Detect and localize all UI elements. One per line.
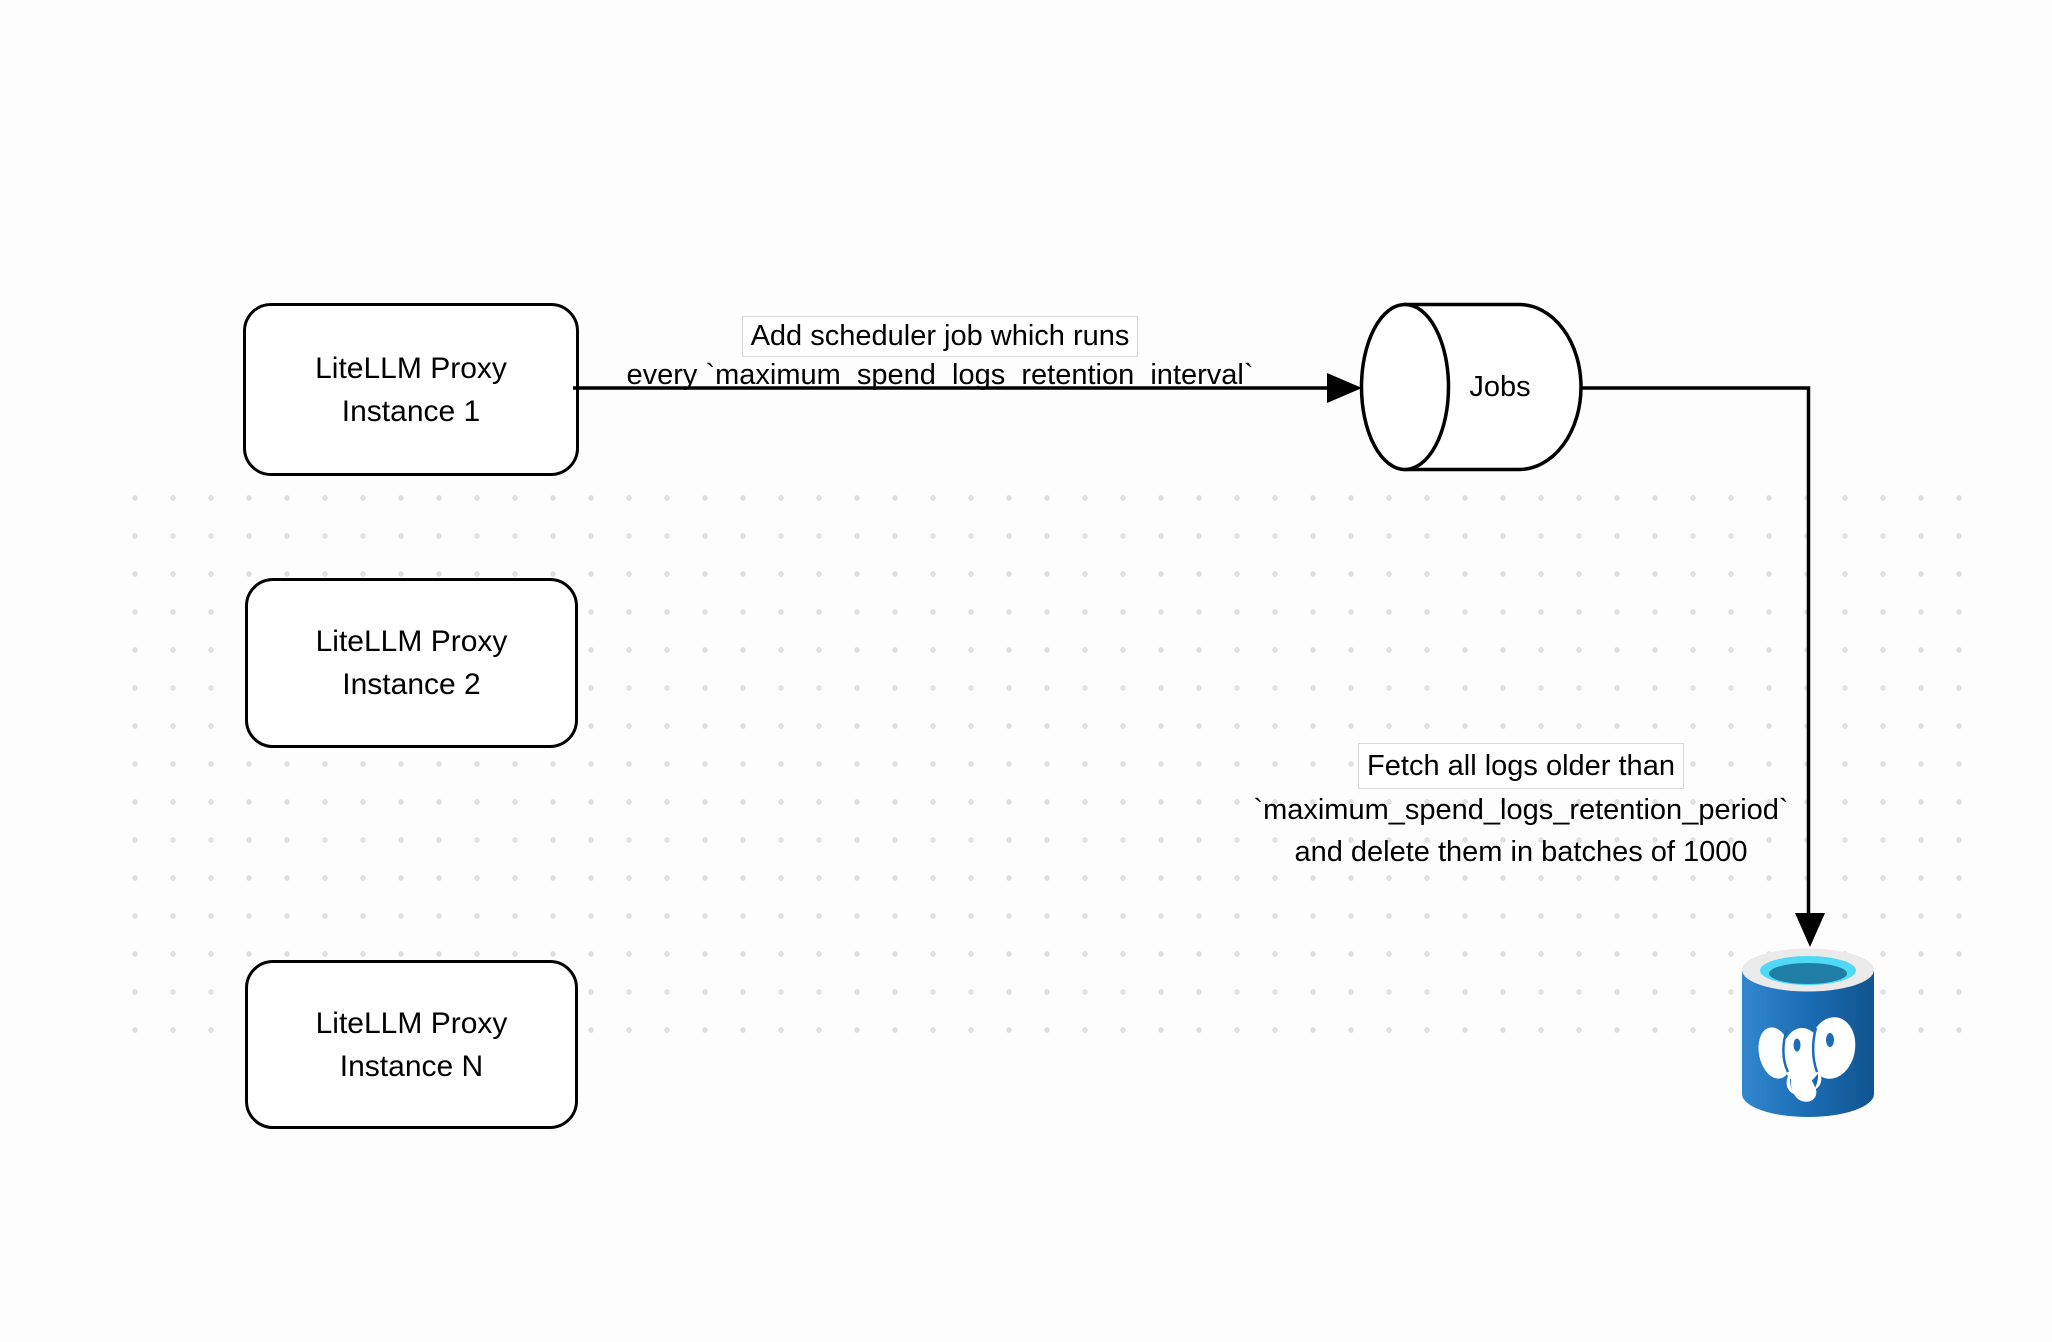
edge-label-scheduler: Add scheduler job which runs every `maxi… — [540, 316, 1340, 394]
node-label-line: LiteLLM Proxy — [315, 351, 507, 385]
jobs-queue-label: Jobs — [1469, 371, 1531, 403]
node-label-line: LiteLLM Proxy — [315, 625, 508, 658]
edge-label-line-box: Add scheduler job which runs — [741, 316, 1139, 357]
node-label-line: Instance 1 — [341, 394, 481, 428]
node-label-line: Instance N — [339, 1049, 484, 1083]
node-label-line: Instance 2 — [342, 668, 481, 701]
edge-label-line-box: Fetch all logs older than — [1358, 743, 1684, 789]
node-label-line: LiteLLM Proxy — [315, 1006, 508, 1040]
jobs-cylinder-cap — [1359, 302, 1451, 472]
edge-label-line: and delete them in batches of 1000 — [1294, 836, 1748, 868]
db-opening-inner — [1769, 963, 1847, 984]
postgres-elephant — [1758, 1017, 1856, 1102]
edge-label-line: Fetch all logs older than — [1121, 743, 1921, 789]
edge-label-line: `maximum_spend_logs_retention_period` — [1253, 794, 1789, 826]
edge-label-line: every `maximum_spend_logs_retention_inte… — [626, 359, 1254, 391]
node-litellm-proxy-instance-2: LiteLLM Proxy Instance 2 — [245, 578, 578, 748]
edge-label-fetch-delete: Fetch all logs older than `maximum_spend… — [1121, 743, 1921, 873]
postgresql-database-icon — [1742, 948, 1874, 1117]
edge-label-line: Add scheduler job which runs — [540, 316, 1340, 357]
node-litellm-proxy-instance-n: LiteLLM Proxy Instance N — [245, 960, 578, 1129]
node-litellm-proxy-instance-1: LiteLLM Proxy Instance 1 — [243, 303, 579, 476]
